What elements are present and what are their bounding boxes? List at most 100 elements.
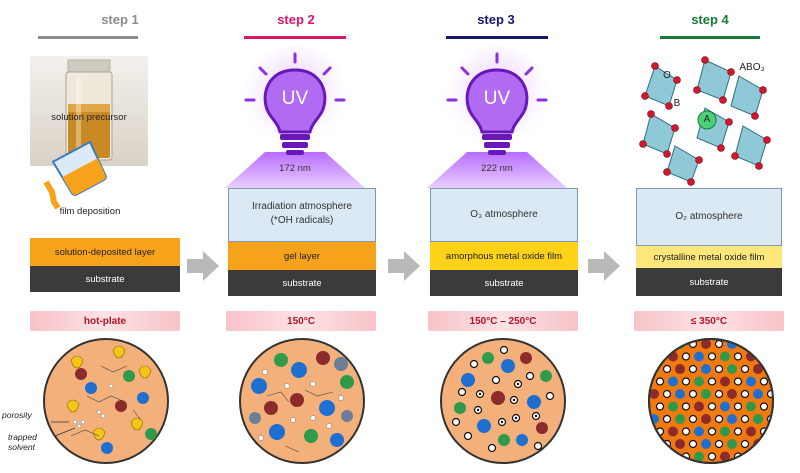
film-deposition-label: film deposition: [59, 206, 121, 217]
step-4-substrate: substrate: [636, 268, 782, 296]
metal-ion: [720, 426, 730, 437]
oxygen-ion: [688, 364, 698, 374]
step-1-title: step 1: [101, 12, 139, 27]
metal-ion: [720, 401, 730, 412]
step-2-temperature: 150°C: [226, 311, 376, 331]
porosity-label: porosity: [2, 410, 32, 420]
pouring-beaker-icon: [43, 140, 107, 210]
metal-ion: [694, 401, 704, 412]
amorphous-metal-oxide-film: amorphous metal oxide film: [430, 242, 578, 270]
o2-atmosphere-box: O₂ atmosphere: [636, 188, 782, 246]
metal-ion: [694, 426, 704, 437]
uv-lamp-222-icon: [427, 46, 567, 188]
oxygen-ion: [759, 377, 769, 386]
metal-ion: [675, 414, 685, 424]
metal-ion: [772, 351, 773, 362]
metal-ion: [701, 439, 711, 449]
metal-ion: [720, 376, 730, 387]
metal-ion: [668, 426, 678, 437]
metal-ion: [727, 364, 737, 374]
oxygen-ion: [766, 439, 773, 449]
oxygen-ion: [714, 439, 724, 449]
step-4-temperature: ≤ 350°C: [634, 311, 784, 331]
oxygen-ion: [740, 414, 750, 424]
step-1-film-microstructure: [43, 338, 169, 464]
step-2-bar: [244, 36, 346, 39]
oxygen-ion: [681, 402, 691, 411]
oxygen-ion: [766, 364, 773, 374]
oxygen-ion: [733, 427, 743, 436]
oxygen-ion: [655, 377, 665, 386]
oxygen-ion: [740, 339, 750, 349]
step-2-title: step 2: [277, 12, 315, 27]
metal-ion: [727, 439, 737, 449]
oxygen-ion: [733, 402, 743, 411]
metal-ion: [649, 389, 659, 399]
arrow-right-icon: [388, 251, 420, 281]
metal-ion: [746, 401, 756, 412]
oxygen-ion: [655, 402, 665, 411]
metal-ion: [753, 414, 763, 424]
arrow-right-icon: [187, 251, 219, 281]
metal-ion: [675, 389, 685, 399]
metal-ion: [694, 351, 704, 362]
metal-ion: [772, 451, 773, 462]
step-3-temperature: 150°C – 250°C: [428, 311, 578, 331]
uv-lamp-172-icon: [225, 46, 365, 188]
step-3-bar: [446, 36, 548, 39]
metal-ion: [720, 351, 730, 362]
wavelength-172: 172 nm: [279, 163, 311, 174]
step-1-substrate: substrate: [30, 266, 180, 292]
step-4-bar: [660, 36, 760, 39]
metal-ion: [720, 451, 730, 462]
oxygen-ion: [733, 377, 743, 386]
oxygen-ion: [688, 439, 698, 449]
atmosphere-label-step-4: O₂ atmosphere: [675, 211, 743, 222]
step-1-bar: [38, 36, 138, 39]
oxygen-ion: [655, 452, 665, 461]
oxygen-ion: [681, 377, 691, 386]
step-1-temperature: hot-plate: [30, 311, 180, 331]
metal-ion: [746, 376, 756, 387]
metal-ion: [694, 451, 704, 462]
o3-atmosphere-box: O₃ atmosphere: [430, 188, 578, 242]
metal-ion: [701, 339, 711, 349]
oxygen-ion: [707, 377, 717, 386]
step-3-title: step 3: [477, 12, 515, 27]
oxygen-ion: [759, 352, 769, 361]
step-4-title: step 4: [691, 12, 729, 27]
oxygen-ion: [707, 402, 717, 411]
metal-ion: [746, 451, 756, 462]
oxygen-ion: [707, 427, 717, 436]
metal-ion: [753, 364, 763, 374]
wavelength-222: 222 nm: [481, 163, 513, 174]
oxygen-ion: [662, 414, 672, 424]
oxygen-ion: [714, 414, 724, 424]
solution-precursor-label: solution precursor: [51, 112, 127, 123]
oxygen-ion: [662, 364, 672, 374]
oxygen-ion: [662, 339, 672, 349]
metal-ion: [727, 389, 737, 399]
oxygen-ion: [688, 414, 698, 424]
metal-ion: [772, 426, 773, 437]
step-3-film-microstructure: [440, 338, 566, 464]
vial-image: [65, 59, 113, 161]
metal-ion: [746, 426, 756, 437]
perovskite-crystal-structure: [639, 56, 771, 186]
solution-deposited-layer: solution-deposited layer: [30, 238, 180, 266]
oxygen-ion: [740, 389, 750, 399]
step-2-film-microstructure: [239, 338, 365, 464]
metal-ion: [668, 401, 678, 412]
oxygen-ion: [681, 352, 691, 361]
irradiation-atmosphere-box: Irradiation atmosphere (*OH radicals): [228, 188, 376, 242]
metal-ion: [649, 439, 659, 449]
oxygen-ion: [681, 427, 691, 436]
step-4-film-microstructure: [648, 338, 774, 464]
oxygen-ion: [759, 452, 769, 461]
oxygen-ion: [766, 339, 773, 349]
metal-ion: [649, 339, 659, 349]
metal-ion: [753, 389, 763, 399]
oxygen-ion: [655, 352, 665, 361]
uv-label-step-3: UV: [483, 88, 511, 109]
